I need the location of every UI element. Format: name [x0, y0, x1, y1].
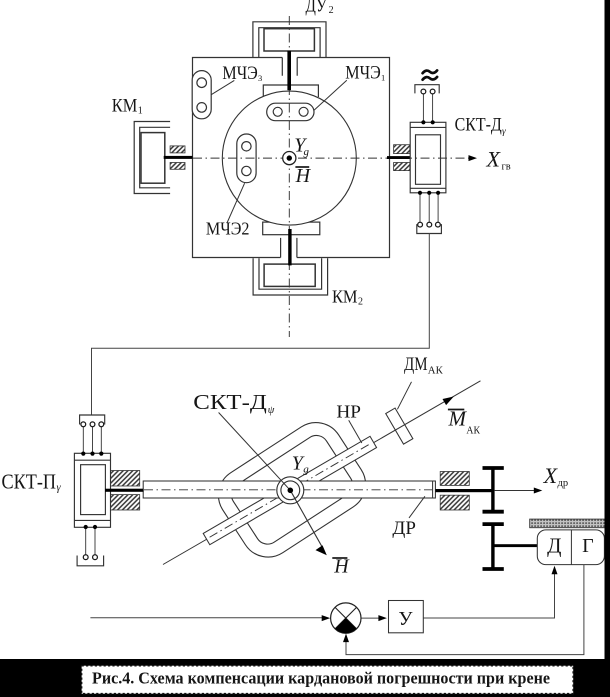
svg-text:Д: Д — [547, 533, 561, 557]
svg-text:М: М — [448, 407, 468, 431]
svg-text:2: 2 — [358, 297, 363, 308]
svg-text:γ: γ — [57, 483, 62, 494]
svg-text:ДМ: ДМ — [404, 354, 428, 375]
svg-text:Г: Г — [582, 535, 594, 557]
svg-text:g: g — [303, 463, 309, 475]
svg-text:H: H — [333, 555, 350, 577]
svg-text:Y: Y — [292, 452, 305, 474]
svg-text:γ: γ — [502, 127, 506, 137]
svg-text:гв: гв — [502, 162, 511, 173]
svg-text:H: H — [295, 165, 312, 187]
svg-text:g: g — [304, 146, 310, 158]
svg-text:НР: НР — [336, 402, 361, 422]
svg-text:2: 2 — [329, 5, 334, 16]
svg-text:др: др — [558, 478, 569, 489]
svg-text:У: У — [398, 608, 413, 630]
svg-text:1: 1 — [381, 72, 385, 82]
svg-text:1: 1 — [138, 105, 143, 116]
svg-text:МЧЭ: МЧЭ — [345, 62, 380, 83]
svg-text:Рис.4. Схема компенсации карда: Рис.4. Схема компенсации кардановой погр… — [92, 669, 550, 688]
svg-text:СКТ-Д: СКТ-Д — [455, 115, 502, 136]
svg-text:ψ: ψ — [268, 405, 275, 416]
svg-text:3: 3 — [258, 73, 262, 83]
svg-text:АК: АК — [466, 425, 481, 436]
svg-text:Y: Y — [294, 134, 307, 156]
svg-text:АК: АК — [428, 366, 443, 377]
svg-text:КМ: КМ — [332, 286, 358, 306]
svg-text:КМ: КМ — [112, 96, 138, 117]
svg-text:ДР: ДР — [392, 519, 416, 539]
svg-text:МЧЭ: МЧЭ — [222, 63, 257, 84]
svg-text:ДУ: ДУ — [306, 0, 328, 17]
svg-text:X: X — [486, 146, 502, 171]
svg-text:X: X — [543, 463, 559, 488]
svg-text:СКТ-Д: СКТ-Д — [193, 390, 266, 414]
svg-text:МЧЭ2: МЧЭ2 — [206, 218, 250, 238]
svg-text:СКТ-П: СКТ-П — [2, 470, 57, 494]
